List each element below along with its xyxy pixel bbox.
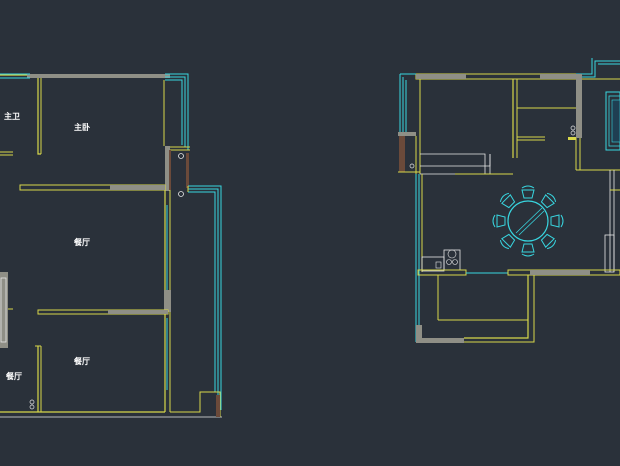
left-lower-partition <box>29 345 42 412</box>
dining-chair-icon <box>550 214 564 228</box>
dining-chair-icon <box>521 243 535 257</box>
room-label-a: 餐厅 <box>73 237 90 247</box>
left-floor-plan: 主卫 主卧 餐厅 餐厅 餐厅 <box>0 73 222 418</box>
room-label-master-bedroom: 主卧 <box>74 122 90 132</box>
dining-chair-icon <box>499 233 516 250</box>
room-label-c: 餐厅 <box>5 371 22 381</box>
left-top-wall <box>0 73 170 79</box>
dining-chair-icon <box>540 233 557 250</box>
room-label-master-bath: 主卫 <box>4 111 20 121</box>
right-floor-plan <box>398 58 620 343</box>
right-middle-wall <box>417 269 620 276</box>
stove-icon <box>443 249 461 271</box>
left-window-strip-top <box>165 73 190 151</box>
left-right-exterior <box>164 185 222 412</box>
dining-chair-icon <box>540 192 557 209</box>
left-horizontal-wall-1 <box>19 184 166 191</box>
left-horizontal-wall-2 <box>37 309 169 315</box>
right-left-exterior <box>415 174 423 342</box>
left-bedroom-right-wall <box>163 80 189 197</box>
left-bottom-wall <box>0 391 222 418</box>
right-counter-appliance <box>421 249 461 272</box>
room-label-b: 餐厅 <box>73 356 90 366</box>
right-kitchen-block <box>420 79 576 175</box>
dining-chair-icon <box>521 185 535 199</box>
right-right-walls <box>604 170 620 273</box>
left-edge-fixture <box>0 272 13 348</box>
right-top-wall <box>400 73 579 80</box>
dining-chair-icon <box>499 192 516 209</box>
dining-table-icon <box>492 185 564 257</box>
right-left-window <box>398 74 421 174</box>
right-bedroom-block <box>568 58 620 171</box>
left-master-bath-partition <box>0 78 42 156</box>
dining-chair-icon <box>492 214 506 228</box>
right-lower-area <box>416 275 535 343</box>
